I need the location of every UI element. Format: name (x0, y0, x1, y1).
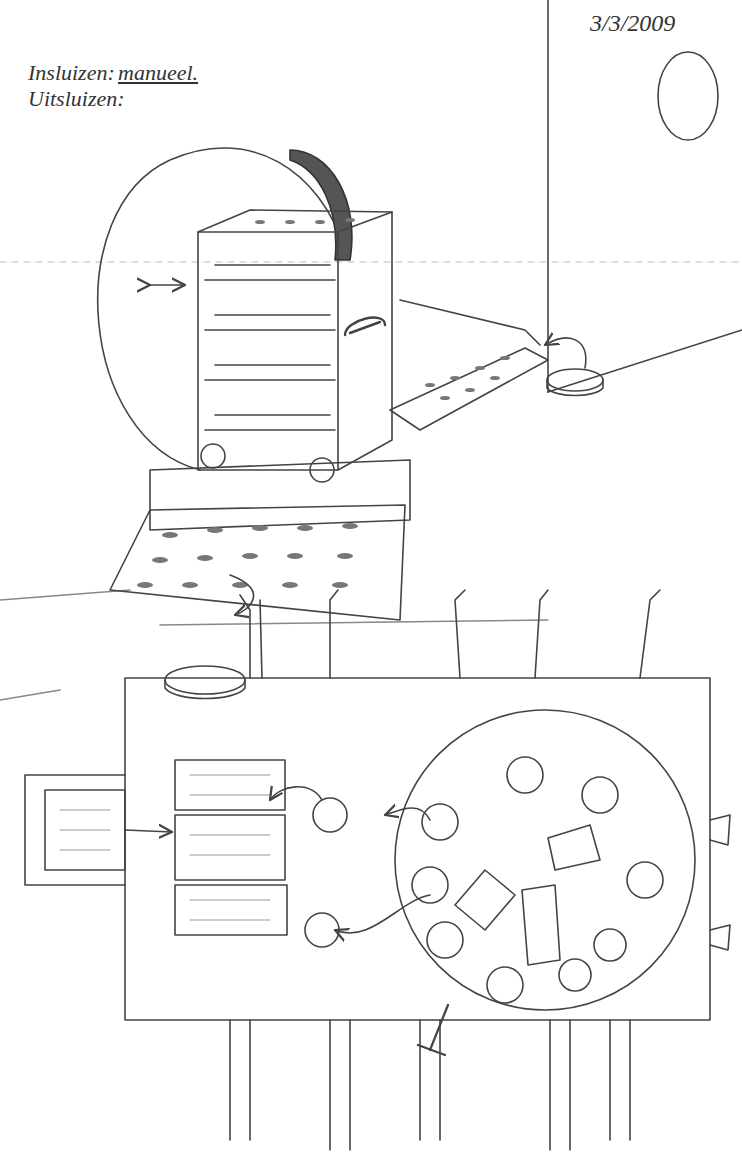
tray (175, 760, 285, 810)
disc-plan (313, 798, 347, 832)
cabinet-side (338, 212, 392, 470)
wheel (201, 444, 225, 468)
tray (175, 815, 285, 880)
shelf-holes (255, 218, 355, 224)
curved-arrow (335, 895, 430, 933)
ramp-holes (137, 523, 358, 588)
hatch-opening (98, 148, 345, 470)
disc-edge (547, 380, 603, 396)
tray-hatching (60, 775, 270, 920)
note: manueel. (118, 60, 198, 86)
plan-body (125, 678, 710, 1020)
leg-stub (710, 815, 730, 950)
floor-line (548, 330, 742, 392)
tray (175, 885, 287, 935)
curved-arrow (270, 787, 322, 800)
curved-arrow (545, 338, 586, 368)
wall-line (547, 0, 549, 392)
pin (418, 1005, 448, 1055)
disc-slots (412, 757, 663, 1003)
cabinet-front (198, 232, 338, 470)
wheel (310, 458, 334, 482)
date: 3/3/2009 (590, 10, 675, 37)
leg (240, 590, 660, 678)
dashed-line (0, 262, 742, 263)
ramp-holes (425, 356, 510, 400)
note: Uitsluizen: (28, 86, 125, 112)
leg (230, 1020, 630, 1150)
turntable (395, 710, 695, 1010)
double-arrow (150, 284, 185, 286)
porthole (658, 52, 718, 140)
cabinet-top (198, 210, 392, 232)
handle (345, 318, 385, 335)
disc (547, 369, 603, 391)
front-ramp (110, 505, 405, 620)
note: Insluizen: (28, 60, 115, 86)
side-ramp (390, 300, 548, 430)
disc-plan (305, 913, 339, 947)
arrow (125, 830, 172, 832)
hatch-edge (290, 150, 352, 260)
shelves (205, 265, 335, 430)
block (455, 825, 600, 965)
disc-edge (165, 680, 245, 699)
disc (165, 666, 245, 694)
